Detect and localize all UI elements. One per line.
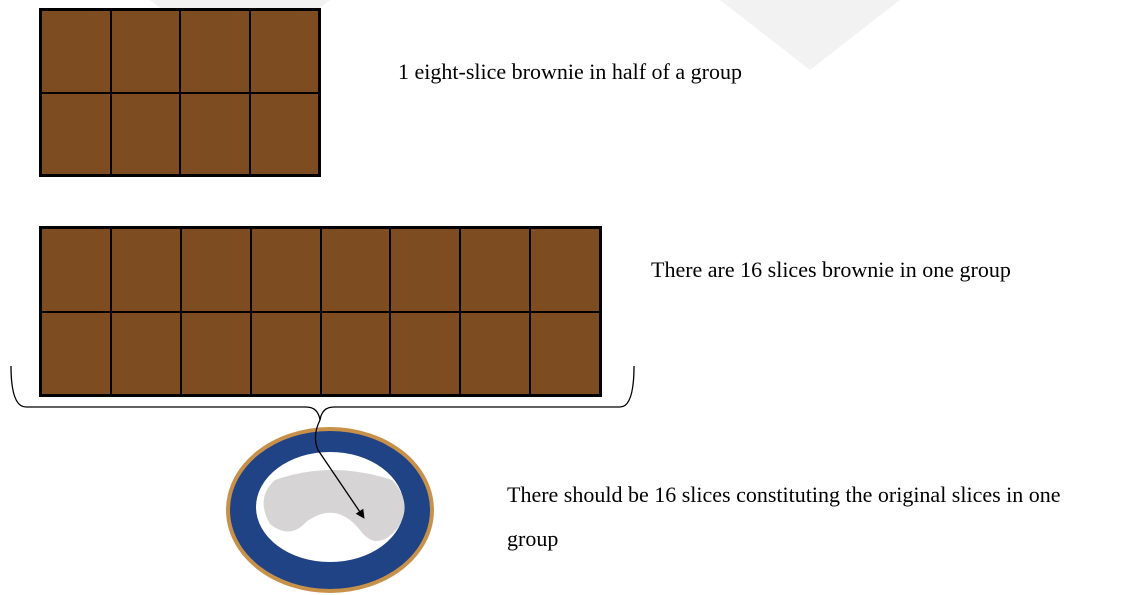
brownie-eight-slice — [39, 8, 321, 177]
brownie-slice — [41, 92, 111, 175]
brownie-slice — [180, 228, 251, 312]
brownie-slice — [249, 10, 319, 93]
brownie-slice — [41, 228, 111, 312]
brownie-slice — [180, 311, 251, 395]
brownie-slice — [110, 10, 180, 93]
brownie-slice — [41, 311, 111, 395]
caption-one-group: There are 16 slices brownie in one group — [651, 257, 1011, 282]
brownie-slice — [460, 228, 531, 312]
brownie-slice — [110, 311, 181, 395]
brownie-slice — [180, 10, 250, 93]
plate-shadow — [263, 470, 405, 541]
arrow-down-icon — [314, 419, 365, 519]
caption-half-group: 1 eight-slice brownie in half of a group — [398, 59, 742, 84]
brownie-slice — [250, 311, 321, 395]
brownie-slice — [110, 228, 181, 312]
brownie-slice — [180, 92, 250, 175]
brownie-slice — [530, 311, 600, 395]
brownie-slice — [250, 228, 321, 312]
brownie-slice — [320, 311, 391, 395]
brownie-slice — [390, 311, 461, 395]
brownie-slice — [530, 228, 600, 312]
brownie-slice — [460, 311, 531, 395]
brownie-slice — [41, 10, 111, 93]
brownie-slice — [249, 92, 319, 175]
brownie-slice — [390, 228, 461, 312]
caption-plate: There should be 16 slices constituting t… — [507, 482, 1061, 551]
brownie-slice — [110, 92, 180, 175]
brownie-sixteen-slice — [39, 226, 602, 397]
watermark-chevron-right — [720, 0, 900, 70]
curly-brace-icon — [10, 365, 635, 421]
plate-icon — [226, 427, 434, 593]
brownie-slice — [320, 228, 391, 312]
